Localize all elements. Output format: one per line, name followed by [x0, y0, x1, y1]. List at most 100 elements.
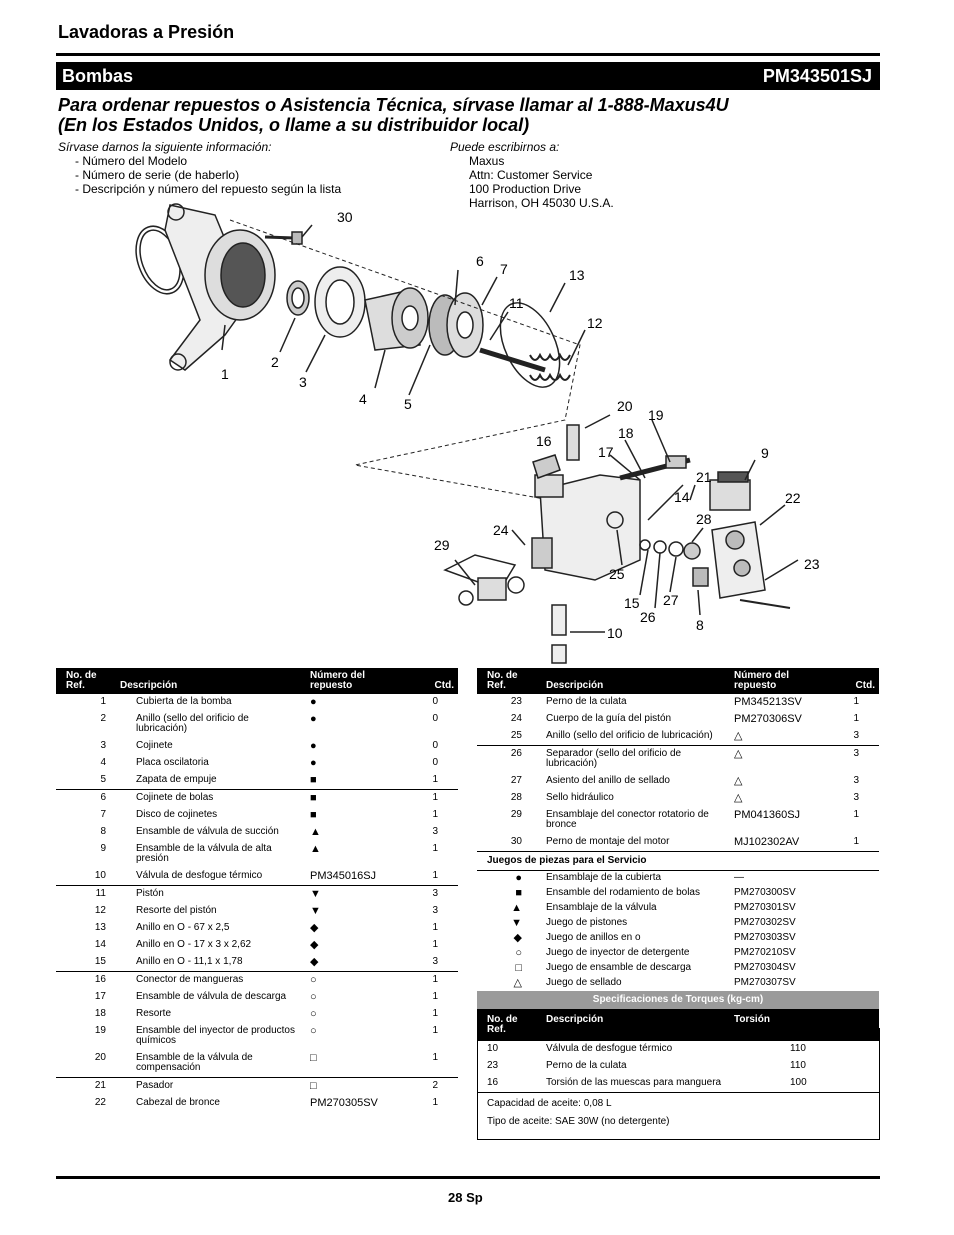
- callout-29: 29: [434, 537, 450, 553]
- address-line: 100 Production Drive: [469, 182, 582, 196]
- cell-part: PM345016SJ: [310, 870, 377, 882]
- cell-part: ▲: [310, 843, 321, 855]
- cell-ref: 29: [510, 809, 522, 820]
- parts-table-right: No. de Ref. Descripción Número del repue…: [477, 668, 879, 1131]
- cell-qty: 1: [432, 774, 438, 785]
- cell-ref: 17: [94, 991, 106, 1002]
- torque-border-left: [477, 1028, 478, 1140]
- callout-9: 9: [761, 445, 769, 461]
- cell-desc: Disco de cojinetes: [136, 809, 218, 820]
- cell-qty: 1: [432, 1052, 438, 1063]
- col-qty: Ctd.: [413, 668, 458, 694]
- cell-qty: 2: [413, 1077, 458, 1095]
- cell-ref: 4: [100, 757, 106, 768]
- cell-qty: 3: [835, 745, 879, 773]
- address-intro: Puede escribirnos a:: [450, 140, 560, 154]
- cell-part: ◆: [310, 922, 319, 934]
- callout-18: 18: [618, 425, 634, 441]
- col-qty: Ctd.: [835, 668, 879, 694]
- cell-part: ◆: [310, 939, 319, 951]
- kit-desc: Juego de anillos en o: [546, 932, 641, 943]
- model-number: PM343501SJ: [762, 66, 872, 86]
- cell-ref: 15: [94, 956, 106, 967]
- col-ref: No. de Ref.: [477, 668, 542, 694]
- col-ref: No. de Ref.: [56, 668, 116, 694]
- cell-desc: Sello hidráulico: [546, 792, 614, 803]
- cell-part: △: [734, 792, 743, 804]
- cell-part: ●: [310, 757, 317, 769]
- cell-qty: 1: [413, 789, 458, 807]
- kit-symbol: ●: [477, 870, 542, 886]
- cell-part: PM270306SV: [734, 713, 802, 725]
- cell-part: PM345213SV: [734, 696, 802, 708]
- cell-ref: 14: [94, 939, 106, 950]
- kit-part: —: [730, 870, 879, 886]
- cell-desc: Cojinete de bolas: [116, 789, 306, 807]
- section-title: Bombas: [62, 66, 134, 86]
- cell-desc: Ensamble de la válvula de alta presión: [136, 843, 272, 864]
- callout-14: 14: [674, 489, 690, 505]
- cell-desc: Pistón: [116, 885, 306, 903]
- table-row: ●Ensamblaje de la cubierta—: [477, 870, 879, 886]
- oil-type: Tipo de aceite: SAE 30W (no detergente): [487, 1116, 670, 1127]
- info-item: - Descripción y número del repuesto segú…: [75, 182, 342, 196]
- kit-part: PM270303SV: [734, 932, 796, 943]
- cell-ref: 11: [56, 885, 116, 903]
- torque-desc: Válvula de desfogue térmico: [546, 1043, 673, 1054]
- torque-value: 110: [790, 1043, 806, 1054]
- kit-part: PM270301SV: [734, 902, 796, 913]
- callout-10: 10: [607, 625, 623, 641]
- cell-ref: 24: [510, 713, 522, 724]
- torque-desc: Torsión de las muescas para manguera: [546, 1077, 722, 1088]
- cell-qty: 1: [853, 696, 859, 707]
- torque-border-bottom: [477, 1139, 880, 1140]
- kit-desc: Ensamblaje de la cubierta: [542, 870, 730, 886]
- cell-qty: 1: [432, 922, 438, 933]
- cell-qty: 3: [413, 885, 458, 903]
- cell-qty: 1: [413, 971, 458, 989]
- cell-ref: 22: [94, 1097, 106, 1108]
- oil-type-row: Tipo de aceite: SAE 30W (no detergente): [477, 1113, 879, 1131]
- kit-desc: Ensamblaje de la válvula: [546, 902, 657, 913]
- kit-desc: Juego de inyector de detergente: [546, 947, 690, 958]
- cell-desc: Separador (sello del orificio de lubrica…: [542, 745, 730, 773]
- torque-border-right: [879, 1028, 880, 1140]
- cell-desc: Ensamble de la válvula de compensación: [136, 1052, 253, 1073]
- callout-8: 8: [696, 617, 704, 633]
- cell-ref: 9: [100, 843, 106, 854]
- cell-part: □: [306, 1077, 413, 1095]
- cell-part: ●: [310, 740, 317, 752]
- cell-ref: 20: [94, 1052, 106, 1063]
- order-heading-line2: (En los Estados Unidos, o llame a su dis…: [58, 115, 530, 135]
- callout-22: 22: [785, 490, 801, 506]
- cell-ref: 25: [510, 730, 522, 741]
- callout-12: 12: [587, 315, 603, 331]
- cell-ref: 5: [100, 774, 106, 785]
- torque-ref: 23: [487, 1060, 499, 1071]
- col-part: Número del repuesto: [730, 668, 835, 694]
- callout-30: 30: [337, 209, 353, 225]
- kit-symbol: ○: [515, 947, 522, 959]
- cell-qty: 1: [432, 843, 438, 854]
- bottom-rule: [56, 1176, 880, 1179]
- cell-part: ■: [310, 809, 317, 821]
- cell-desc: Placa oscilatoria: [136, 757, 209, 768]
